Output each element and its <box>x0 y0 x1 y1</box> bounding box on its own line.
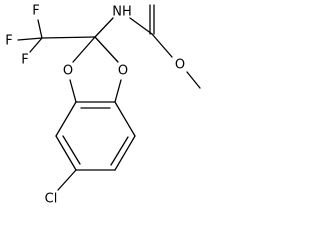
bond-benzene-left-lower-inner <box>62 135 81 165</box>
bonds <box>17 4 201 191</box>
atom-f-top: F <box>32 4 39 19</box>
bond-nh-carbonyl-carbon <box>129 17 153 35</box>
bond-quaternary-carbon-o-left <box>72 36 96 63</box>
chemical-structure-diagram: F F F NH O O O Cl <box>5 4 201 207</box>
bond-benzene-right-lower-inner <box>110 136 129 166</box>
atom-nh: NH <box>112 5 132 20</box>
atom-f-left: F <box>5 34 12 49</box>
bond-carbonyl-carbon-ester-o <box>151 33 173 58</box>
bond-quaternary-carbon-nh <box>94 17 114 38</box>
bond-ester-o-methyl <box>186 71 201 89</box>
bond-benzene-left-lower <box>55 135 77 171</box>
bond-benzene-right-upper <box>114 101 136 137</box>
atom-f-bottom: F <box>21 53 28 68</box>
bond-benzene-left-upper <box>55 101 77 137</box>
bond-o-left-ring-carbon <box>69 79 77 103</box>
bond-cf3-carbon-quaternary-carbon <box>41 36 96 39</box>
atom-labels: F F F NH O O O Cl <box>5 4 185 207</box>
bond-benzene-right-lower <box>114 135 136 171</box>
bond-cf3-carbon-f-left <box>17 37 43 41</box>
bond-ring-carbon-cl <box>57 169 77 191</box>
bond-quaternary-carbon-o-right <box>94 36 119 63</box>
bond-o-right-ring-carbon <box>114 79 122 103</box>
atom-o-ester: O <box>175 58 185 73</box>
atom-cl: Cl <box>45 192 58 207</box>
atom-o-ring-right: O <box>118 64 128 79</box>
bond-cf3-carbon-f-bottom <box>29 37 43 53</box>
atom-o-ring-left: O <box>63 64 73 79</box>
bond-cf3-carbon-f-top <box>37 19 43 39</box>
